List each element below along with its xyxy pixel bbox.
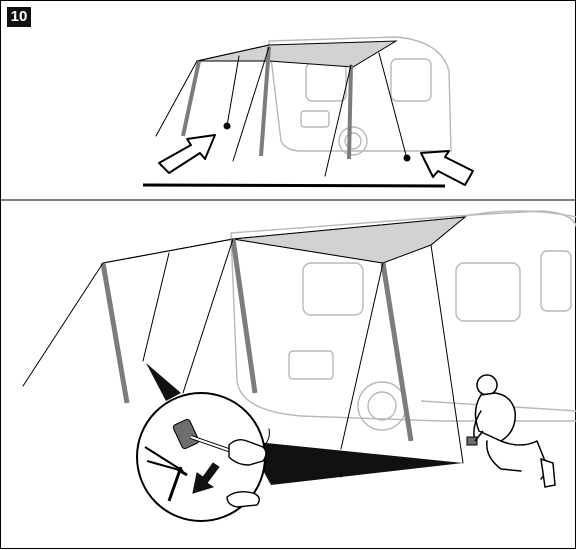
top-peg-left	[224, 123, 231, 130]
bottom-illustration	[23, 211, 576, 521]
top-illustration	[143, 37, 473, 186]
zoom-wedge-left	[146, 363, 181, 401]
arrow-icon	[159, 135, 215, 173]
kneeling-person	[467, 375, 555, 487]
detail-circle	[137, 393, 269, 521]
bottom-poles	[103, 239, 411, 441]
top-ground-line	[143, 185, 445, 186]
zoom-wedge-right	[247, 441, 463, 485]
top-peg-right	[404, 155, 411, 162]
arrow-icon	[421, 151, 473, 185]
support-hand-icon	[227, 492, 259, 507]
